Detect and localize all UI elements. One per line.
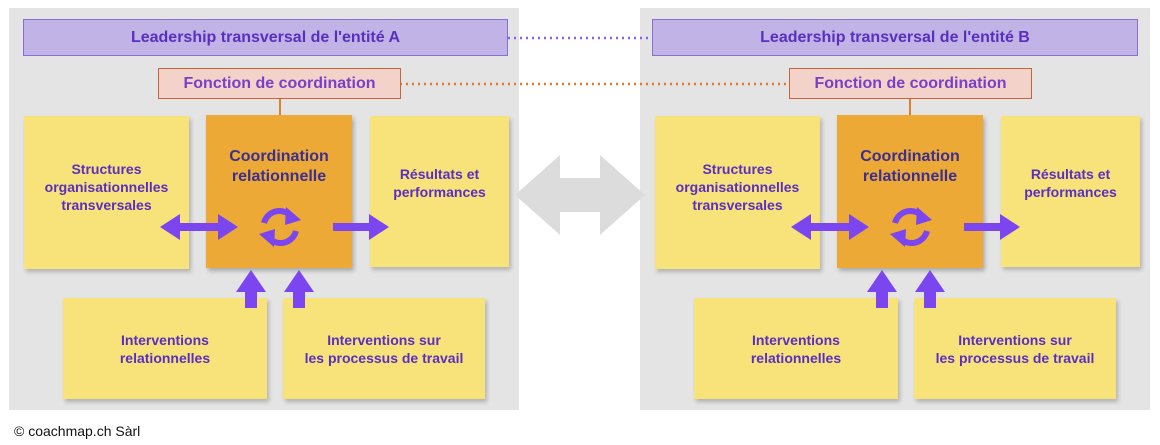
entity-a-fonction-label: Fonction de coordination	[183, 74, 376, 92]
entity-a-core-to-resultats-arrow-icon	[333, 214, 389, 240]
entity-a-cycle-icon	[259, 207, 301, 247]
copyright-footer: © coachmap.ch Sàrl	[14, 423, 141, 439]
entity-b-fonction-label: Fonction de coordination	[814, 74, 1007, 92]
entity-b-interventions-processus-note: Interventions sur les processus de trava…	[914, 298, 1116, 399]
entity-b-interventions-rel-label: Interventions relationnelles	[750, 331, 842, 366]
entity-a-resultats-note: Résultats et performances	[370, 116, 509, 267]
entity-a-structures-label: Structures organisationnelles transversa…	[44, 160, 169, 213]
entity-b-resultats-label: Résultats et performances	[1024, 165, 1117, 200]
entity-b-core-to-resultats-arrow-icon	[964, 214, 1020, 240]
entity-a-structures-core-double-arrow-icon	[160, 214, 238, 240]
entity-b-interventions-rel-up-arrow-icon	[867, 270, 897, 308]
entity-b-cycle-icon	[890, 207, 932, 247]
entity-double-arrow-icon	[515, 155, 645, 235]
entity-b-leadership-label: Leadership transversal de l'entité B	[760, 28, 1030, 46]
entity-a-fonction-box: Fonction de coordination	[158, 68, 401, 99]
entity-a-leadership-box: Leadership transversal de l'entité A	[23, 19, 508, 56]
entity-b-structures-label: Structures organisationnelles transversa…	[675, 160, 800, 213]
entity-a-interventions-processus-note: Interventions sur les processus de trava…	[283, 298, 485, 399]
entity-b-core-label: Coordination relationnelle	[860, 148, 960, 185]
entity-b-structures-note: Structures organisationnelles transversa…	[655, 116, 820, 269]
entity-a-interventions-rel-label: Interventions relationnelles	[119, 331, 211, 366]
entity-a-core-label: Coordination relationnelle	[229, 148, 329, 185]
entity-b-leadership-box: Leadership transversal de l'entité B	[652, 19, 1138, 56]
entity-a-structures-note: Structures organisationnelles transversa…	[24, 116, 189, 269]
entity-b-fonction-box: Fonction de coordination	[789, 68, 1032, 99]
entity-b-interventions-proc-up-arrow-icon	[915, 270, 945, 308]
entity-a-interventions-rel-up-arrow-icon	[236, 270, 266, 308]
entity-b-structures-core-double-arrow-icon	[791, 214, 869, 240]
entity-a-interventions-proc-label: Interventions sur les processus de trava…	[304, 331, 464, 366]
entity-b-resultats-note: Résultats et performances	[1001, 116, 1140, 267]
entity-b-interventions-relationnelles-note: Interventions relationnelles	[694, 298, 898, 399]
entity-b-interventions-proc-label: Interventions sur les processus de trava…	[935, 331, 1095, 366]
entity-a-interventions-proc-up-arrow-icon	[284, 270, 314, 308]
entity-a-resultats-label: Résultats et performances	[393, 165, 486, 200]
entity-a-leadership-label: Leadership transversal de l'entité A	[130, 28, 401, 46]
entity-a-interventions-relationnelles-note: Interventions relationnelles	[63, 298, 267, 399]
